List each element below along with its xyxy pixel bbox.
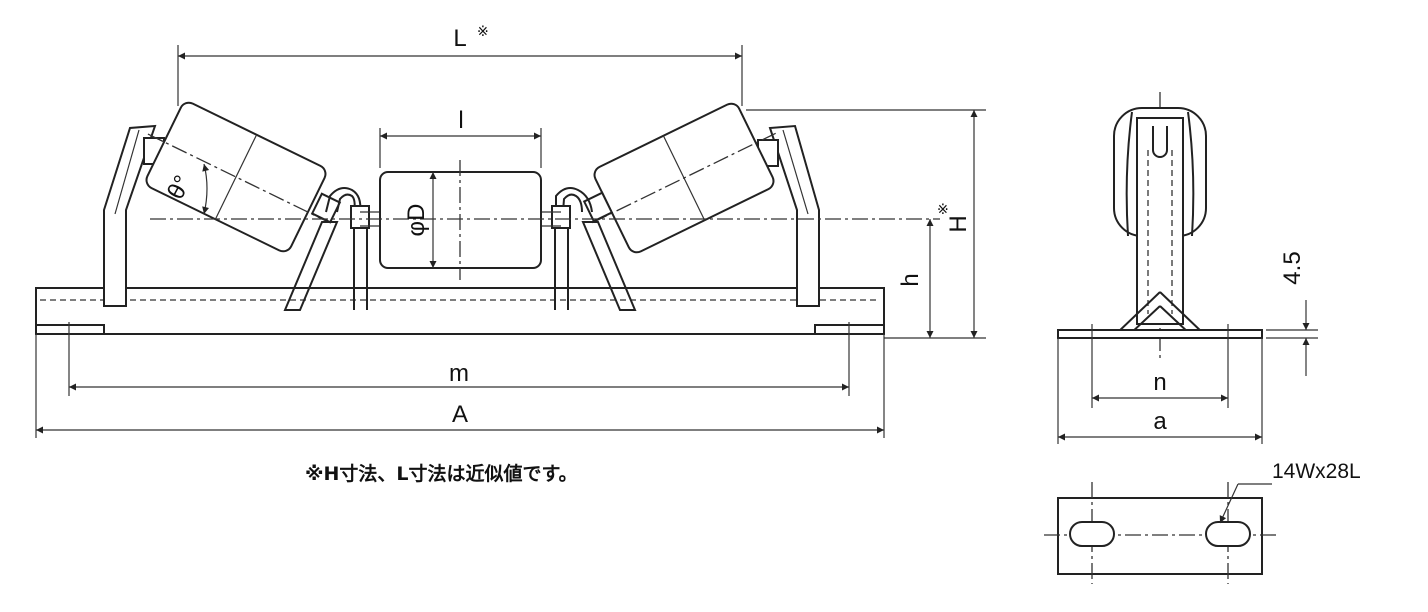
right-center-support bbox=[551, 187, 637, 311]
center-roller bbox=[150, 160, 940, 280]
label-slot-size: 14Wx28L bbox=[1272, 460, 1361, 483]
dimension-4-5: 4.5 bbox=[1266, 251, 1318, 376]
dimension-H: H ※ bbox=[746, 109, 986, 339]
base-plate-detail: 14Wx28L bbox=[1044, 460, 1361, 584]
label-L: L bbox=[453, 25, 466, 52]
approximation-note: ※H寸法、L寸法は近似値です。 bbox=[305, 462, 578, 485]
dimension-n: n bbox=[1091, 324, 1229, 408]
label-phiD: φD bbox=[403, 204, 430, 237]
dimension-phiD: φD bbox=[403, 172, 437, 268]
front-view: L ※ l φD θ° H ※ bbox=[35, 24, 986, 485]
left-bracket bbox=[103, 124, 165, 307]
dimension-m: m bbox=[68, 322, 850, 396]
dimension-L: L ※ bbox=[177, 24, 743, 106]
left-wing-roller bbox=[145, 101, 342, 253]
label-a: a bbox=[1153, 408, 1167, 435]
right-bracket bbox=[757, 124, 820, 307]
label-H: H bbox=[945, 215, 972, 232]
label-h: h bbox=[897, 273, 924, 286]
label-n: n bbox=[1153, 369, 1166, 396]
label-4-5: 4.5 bbox=[1279, 251, 1306, 284]
mounting-slot-left bbox=[1069, 521, 1115, 547]
dimension-h: h bbox=[897, 219, 934, 338]
label-A: A bbox=[452, 401, 468, 428]
dimension-l: l bbox=[379, 107, 542, 168]
mounting-slot-right bbox=[1205, 521, 1251, 547]
mark-L: ※ bbox=[477, 24, 489, 40]
base-frame bbox=[35, 287, 885, 335]
dimension-a: a bbox=[1057, 338, 1263, 444]
side-view: 4.5 n a bbox=[1057, 92, 1318, 444]
right-wing-roller bbox=[582, 102, 776, 254]
label-l: l bbox=[458, 107, 463, 134]
mark-H: ※ bbox=[937, 202, 949, 218]
dimension-A: A bbox=[35, 334, 885, 438]
label-m: m bbox=[449, 360, 469, 387]
